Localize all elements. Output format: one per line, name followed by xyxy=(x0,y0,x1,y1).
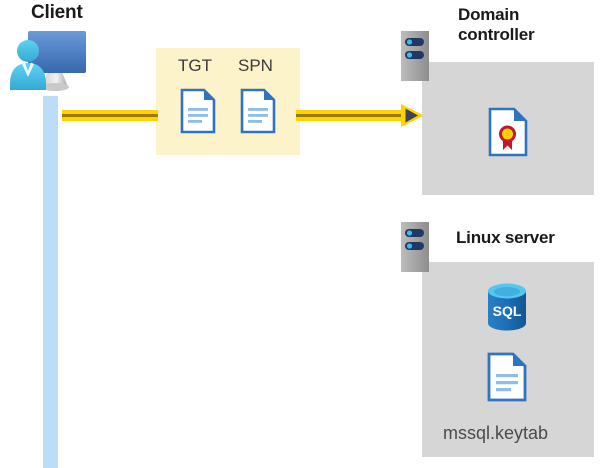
certificate-document-icon xyxy=(488,107,528,157)
arrow-right-icon xyxy=(400,103,425,128)
page-title-client: Client xyxy=(31,2,83,23)
page-title-linux-server: Linux server xyxy=(456,228,555,247)
domain-controller-server-icon xyxy=(401,31,429,81)
sql-database-label: SQL xyxy=(493,303,522,319)
linux-server-server-icon xyxy=(401,222,429,272)
tgt-document-icon xyxy=(180,88,216,134)
arrow-core-line xyxy=(296,114,406,117)
keytab-filename-label: mssql.keytab xyxy=(443,423,549,443)
client-workstation-icon xyxy=(6,27,98,99)
message-label-spn: SPN xyxy=(238,56,273,75)
page-title-domain-controller: Domain controller xyxy=(458,5,535,45)
flow-arrow-segment-right xyxy=(296,110,406,121)
arrow-core-line xyxy=(62,114,158,117)
keytab-document-icon xyxy=(487,352,527,402)
message-label-tgt: TGT xyxy=(178,56,212,75)
sql-database-icon: SQL xyxy=(484,282,530,332)
spn-document-icon xyxy=(240,88,276,134)
client-lifeline xyxy=(43,96,58,468)
flow-arrow-segment-left xyxy=(62,110,158,121)
message-envelope-box xyxy=(156,48,300,155)
